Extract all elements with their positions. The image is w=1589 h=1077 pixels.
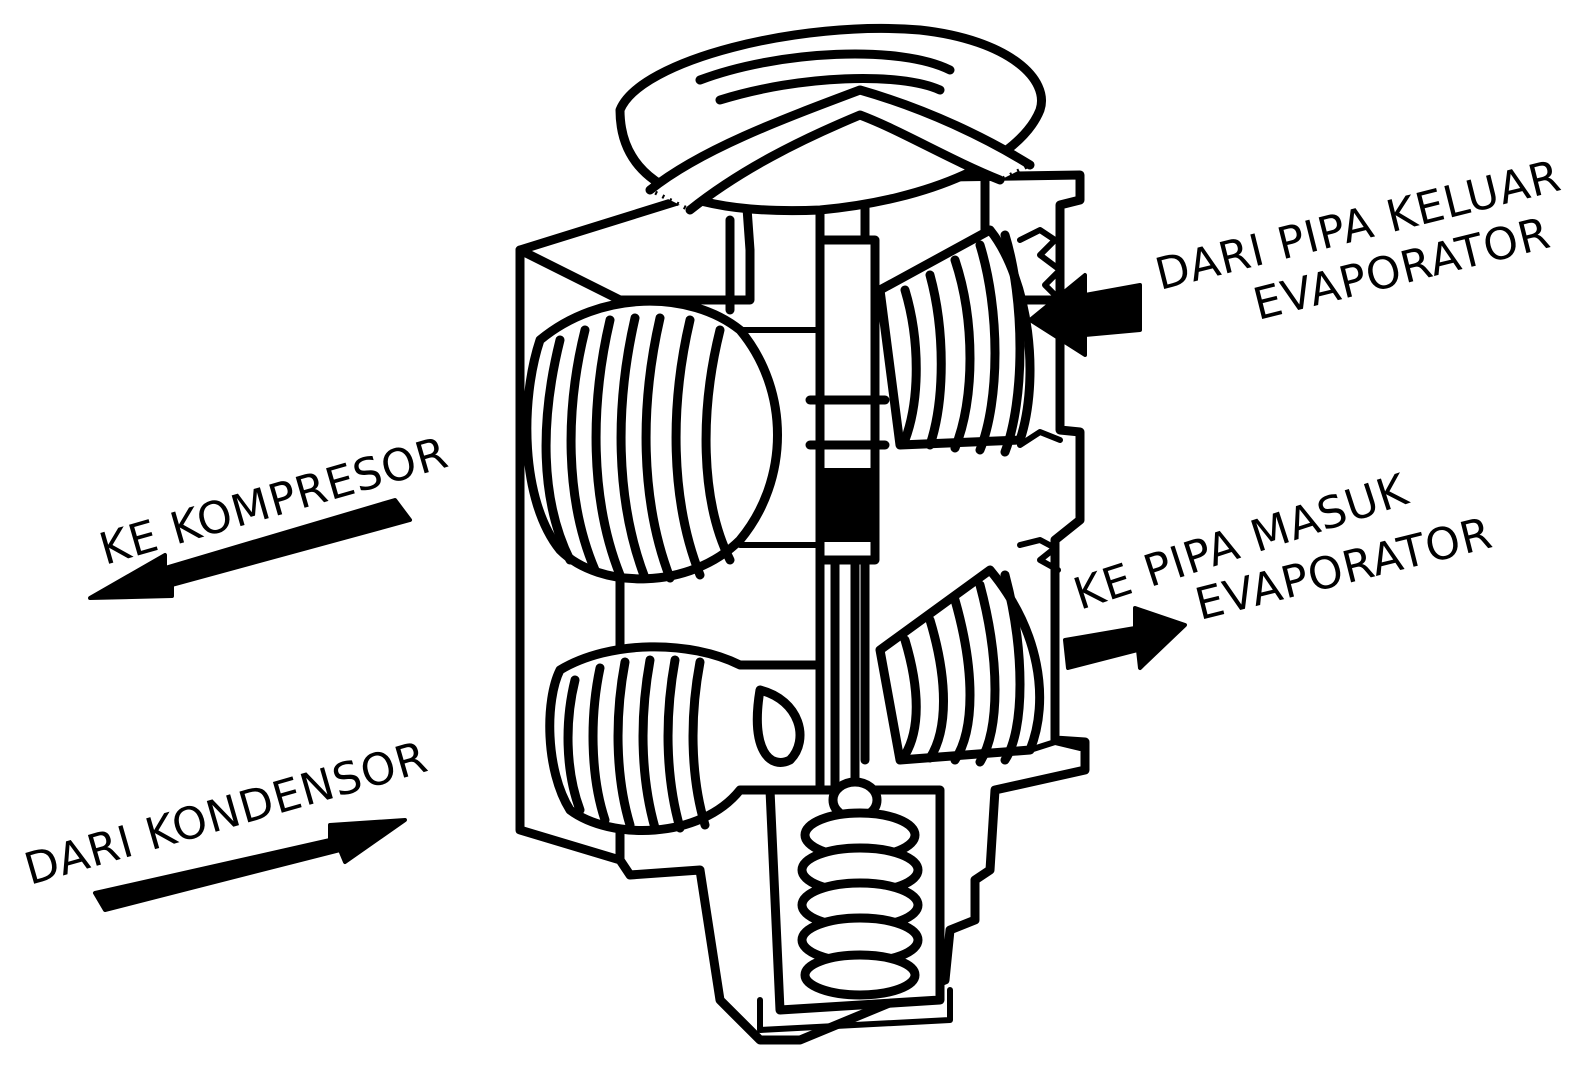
spring-chamber xyxy=(757,777,953,1033)
arrow-to-evaporator-inlet xyxy=(1063,606,1187,670)
arrow-from-evaporator-outlet xyxy=(1028,273,1142,357)
lower-right-port xyxy=(875,537,1083,767)
arrow-to-compressor xyxy=(88,498,412,600)
diaphragm-head xyxy=(615,23,1046,216)
valve-body xyxy=(515,23,1090,1045)
arrow-from-condenser xyxy=(93,818,407,912)
lower-left-port xyxy=(545,642,825,835)
upper-right-port xyxy=(875,225,1063,457)
valve-stem xyxy=(805,145,890,795)
